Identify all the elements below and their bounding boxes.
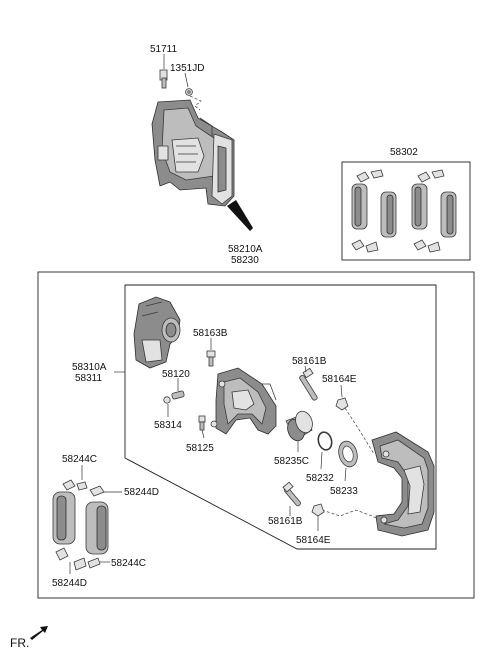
label-58314: 58314 xyxy=(154,420,182,431)
piston-seal xyxy=(317,431,333,451)
label-58302: 58302 xyxy=(390,147,418,158)
label-58120: 58120 xyxy=(162,369,190,380)
washer-1351jd xyxy=(185,88,193,96)
caliper-assembly-frame xyxy=(37,271,475,599)
bleeder-cap xyxy=(171,390,185,400)
label-58164e-top: 58164E xyxy=(322,374,357,385)
front-label: FR. xyxy=(10,636,29,650)
pointer-arrow xyxy=(227,200,253,231)
caliper-assembly-illustration xyxy=(151,99,235,207)
caliper-bracket-right xyxy=(371,431,435,537)
screw-58125 xyxy=(198,415,206,431)
guide-boot-bottom xyxy=(311,503,325,517)
label-58244c-bottom: 58244C xyxy=(111,558,146,569)
label-58235c: 58235C xyxy=(274,456,309,467)
guide-pin-bottom xyxy=(282,481,301,507)
label-58310a: 58310A xyxy=(72,362,107,373)
label-58230: 58230 xyxy=(231,255,259,266)
label-58163b: 58163B xyxy=(193,328,228,339)
label-1351jd: 1351JD xyxy=(170,63,204,74)
label-58244d-bottom: 58244D xyxy=(52,578,87,589)
small-cap xyxy=(163,396,171,404)
guide-pin-top xyxy=(299,367,318,401)
label-58244d-top: 58244D xyxy=(124,487,159,498)
label-58232: 58232 xyxy=(306,473,334,484)
label-58161b-top: 58161B xyxy=(292,356,327,367)
brake-pads-bottom-illustration xyxy=(52,479,109,571)
label-58164e-bottom: 58164E xyxy=(296,535,331,546)
brake-pad-kit-illustration xyxy=(351,169,457,253)
front-direction-marker: FR. xyxy=(10,626,48,650)
caliper-body-illustration xyxy=(133,296,181,369)
caliper-piston xyxy=(285,410,313,442)
label-58233: 58233 xyxy=(330,486,358,497)
front-arrow-icon xyxy=(30,626,48,640)
label-51711: 51711 xyxy=(150,44,178,55)
bleeder-screw xyxy=(206,350,216,367)
caliper-body-frame xyxy=(124,284,437,550)
pad-kit-frame xyxy=(341,161,471,261)
caliper-carrier-illustration xyxy=(210,367,277,435)
label-58210a: 58210A xyxy=(228,244,263,255)
label-58244c-top: 58244C xyxy=(62,454,97,465)
label-58125: 58125 xyxy=(186,443,214,454)
label-58311: 58311 xyxy=(75,373,103,384)
guide-boot-top xyxy=(335,397,349,411)
bolt-51711 xyxy=(159,69,168,89)
label-58161b-bottom: 58161B xyxy=(268,516,303,527)
